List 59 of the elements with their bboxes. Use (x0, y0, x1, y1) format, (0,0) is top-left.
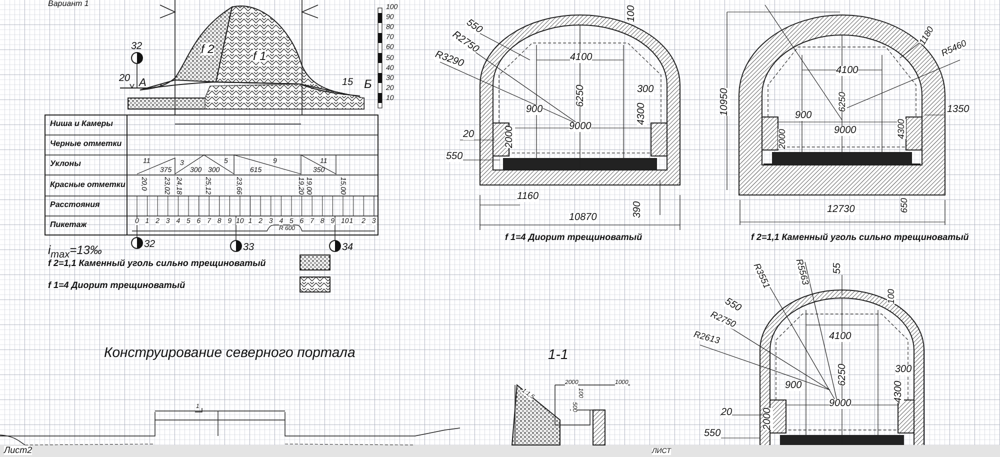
caption: f 1=4 Диорит трещиноватый (505, 233, 642, 242)
dimension-label: 4300 (637, 102, 647, 125)
dimension-label: 900 (795, 111, 812, 121)
dimension-label: 10870 (569, 213, 597, 223)
marker-number: 32 (131, 42, 142, 52)
dimension-label: 550 (446, 152, 463, 162)
dimension-label: 390 (633, 201, 643, 218)
dimension-label: 10950 (720, 88, 730, 116)
dimension-label: 6250 (838, 92, 847, 112)
rock-label: f 1 (253, 50, 266, 62)
dimension-label: 2000 (505, 126, 515, 148)
tab-label: Лист2 (4, 446, 32, 455)
dimension-label: 55 (833, 262, 843, 274)
dimension-label: 6250 (838, 364, 848, 386)
drawing-title: Конструирование северного портала (104, 345, 356, 359)
point-label: Б (364, 78, 372, 90)
dimension-label: 1350 (947, 105, 970, 115)
dimension-label: 9000 (829, 399, 852, 409)
row-header: Пикетаж (50, 221, 87, 229)
dimension-label: 9000 (834, 126, 856, 136)
dimension-label: 4300 (894, 380, 904, 403)
dimension-label: 300 (895, 365, 912, 375)
rock-label: f 2 (201, 43, 214, 55)
dimension-label: 4100 (829, 332, 852, 342)
dimension-label: 12730 (827, 205, 855, 215)
marker-number: 33 (243, 243, 254, 253)
dimension-label: 9000 (569, 122, 592, 132)
legend-label: f 2=1,1 Каменный уголь сильно трещиноватый (48, 259, 266, 268)
dimension-label: 300 (637, 85, 654, 95)
dimension-label: 650 (900, 198, 909, 213)
marker-number: 34 (342, 243, 354, 253)
dimension-label: 2000 (763, 408, 773, 430)
row-header: Уклоны (50, 160, 81, 168)
dimension-label: 4100 (570, 53, 592, 63)
sheet-label: Вариант 1 (48, 0, 89, 8)
marker-number: 32 (144, 240, 156, 250)
dimension-label: 20 (463, 130, 474, 140)
elevation-label: 15 (342, 78, 354, 88)
caption: f 2=1,1 Каменный уголь сильно трещиноватый (751, 233, 969, 242)
row-header: Расстояния (50, 201, 100, 209)
dimension-label: 2000 (778, 128, 787, 149)
dimension-label: 6250 (576, 84, 586, 107)
dimension-label: 4100 (836, 66, 858, 76)
dimension-label: 4300 (897, 118, 906, 139)
dimension-label: 900 (526, 105, 543, 115)
dimension-label: 100 (627, 5, 637, 22)
elevation-label: 20 (119, 74, 130, 84)
point-label: А (139, 78, 146, 89)
row-header: Красные отметки (50, 181, 126, 189)
row-header: Ниша и Камеры (50, 120, 114, 128)
dimension-label: 550 (704, 429, 721, 439)
dimension-label: 20 (721, 408, 732, 418)
section-label: 1-1 (548, 347, 568, 361)
dimension-label: 1160 (517, 192, 539, 202)
dimension-label: 900 (785, 381, 802, 391)
grade-label: i$_{max}$=13‰ (48, 244, 102, 260)
row-header: Черные отметки (50, 140, 122, 148)
dimension-label: 100 (887, 288, 896, 304)
legend-label: f 1=4 Диорит трещиноватый (48, 281, 186, 290)
